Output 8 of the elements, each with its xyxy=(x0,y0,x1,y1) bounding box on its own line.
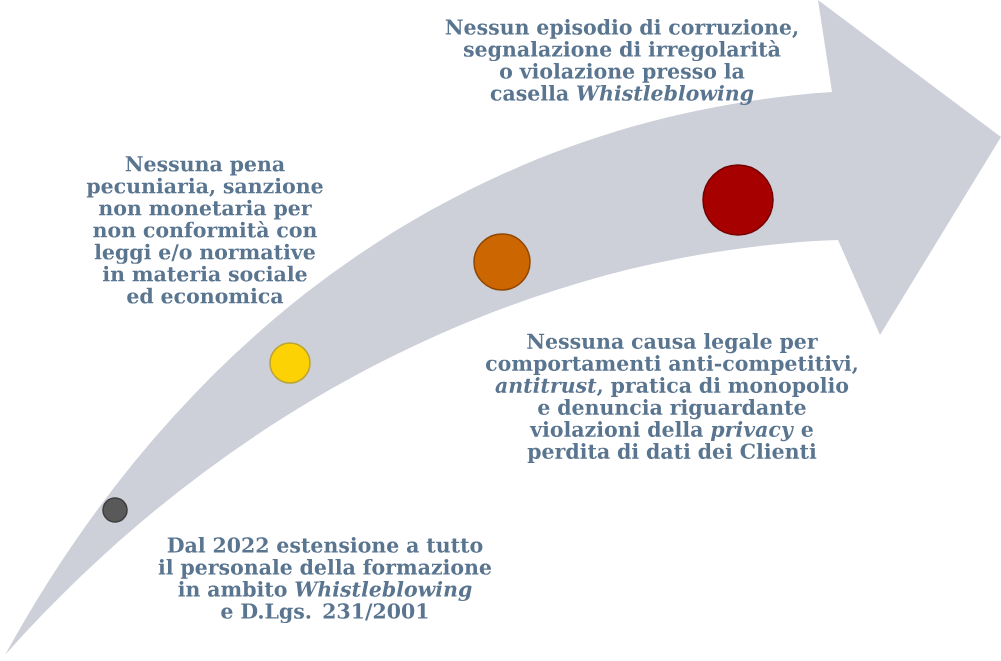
milestone-dot xyxy=(702,164,774,236)
milestone-dot xyxy=(102,497,128,523)
milestone-dot xyxy=(473,233,531,291)
milestone-dot xyxy=(269,342,311,384)
milestone-text: Dal 2022 estensione a tutto il personale della formazione in ambito Whistleblowing e D.Lgs. 231/2001 xyxy=(158,536,492,624)
milestone-text: Nessun episodio di corruzione, segnalazione di irregolarità o violazione presso la casella Whistleblowing xyxy=(445,18,798,106)
milestone-text: Nessuna pena pecuniaria, sanzione non monetaria per non conformità con leggi e/o normative in materia sociale ed economica xyxy=(86,156,323,304)
milestone-text: Nessuna causa legale per comportamenti anti-competitivi, antitrust, pratica di monopolio e denuncia riguardante violazioni della privacy e perdita di dati dei Clienti xyxy=(486,333,857,463)
